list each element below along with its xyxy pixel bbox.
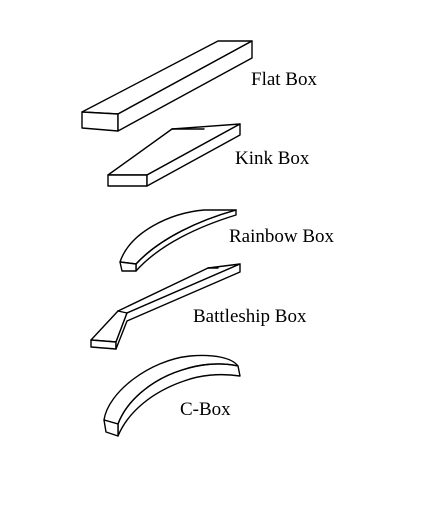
- c-box-shape: [103, 354, 241, 437]
- kink-box-label: Kink Box: [235, 148, 310, 169]
- rainbow-box-label: Rainbow Box: [229, 226, 335, 247]
- battleship-box-shape: [90, 263, 241, 350]
- flat-box-label: Flat Box: [251, 69, 317, 90]
- rainbow-box-shape: [119, 209, 237, 272]
- c-box-label: C-Box: [180, 399, 231, 420]
- flat-box-shape: [81, 40, 253, 132]
- kink-box-shape: [107, 123, 241, 187]
- battleship-box-label: Battleship Box: [193, 306, 307, 327]
